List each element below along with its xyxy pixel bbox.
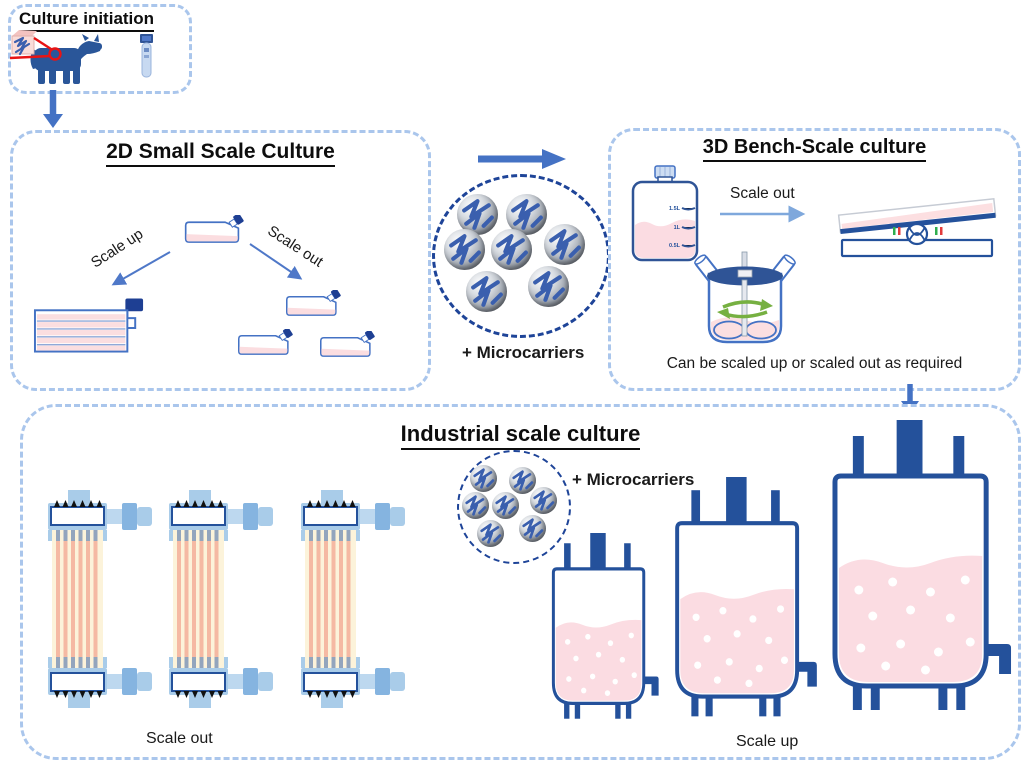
- scale-out-label: Scale out: [730, 185, 795, 202]
- microcarrier-sphere-icon: [491, 229, 532, 270]
- flow-arrow-right-icon: [478, 149, 566, 169]
- spinner-flask-icon: [694, 251, 796, 344]
- scale-out-label: Scale out: [146, 730, 213, 747]
- microcarriers-circle: [457, 450, 571, 564]
- multilayer-flask-icon: [33, 298, 144, 353]
- microcarrier-sphere-icon: [528, 266, 569, 307]
- media-bottle-icon: 1.5L 1L 0.5L: [631, 165, 699, 262]
- rocking-bioreactor-icon: [837, 198, 997, 258]
- panel-title: 2D Small Scale Culture: [13, 140, 428, 167]
- cryovial-icon: [140, 34, 153, 78]
- microcarrier-sphere-icon: [492, 492, 519, 519]
- microcarriers-label: + Microcarriers: [572, 470, 695, 489]
- t-flask-icon: [320, 331, 376, 357]
- microcarriers-label: + Microcarriers: [462, 343, 585, 362]
- bench-scale-caption: Can be scaled up or scaled out as requir…: [666, 355, 963, 372]
- graduation-label: 1.5L: [669, 206, 681, 212]
- cow-icon: [30, 34, 102, 84]
- graduation-label: 1L: [674, 225, 681, 231]
- microcarrier-sphere-icon: [509, 467, 536, 494]
- biopsy-magnifier-annotation: [9, 36, 62, 61]
- stirred-tank-bioreactor-icon: [551, 533, 661, 720]
- microcarrier-sphere-icon: [506, 194, 547, 235]
- muscle-biopsy-icon: [11, 30, 37, 56]
- t-flask-icon: [238, 329, 294, 355]
- microcarrier-sphere-icon: [544, 224, 585, 265]
- panel-title: Culture initiation: [19, 9, 155, 32]
- hollow-fiber-bioreactor-icon: [300, 490, 405, 709]
- scale-up-label: Scale up: [736, 733, 799, 750]
- hollow-fiber-bioreactor-icon: [47, 490, 152, 709]
- microcarrier-sphere-icon: [470, 465, 497, 492]
- stirred-tank-bioreactor-icon: [831, 420, 1015, 712]
- microcarrier-sphere-icon: [466, 271, 507, 312]
- scale-up-arrow-icon: [111, 251, 171, 286]
- hollow-fiber-bioreactor-icon: [168, 490, 273, 709]
- microcarrier-sphere-icon: [530, 487, 557, 514]
- microcarrier-sphere-icon: [462, 492, 489, 519]
- panel-title: 3D Bench-Scale culture: [611, 136, 1018, 162]
- graduation-label: 0.5L: [669, 243, 681, 249]
- microcarrier-sphere-icon: [457, 194, 498, 235]
- flow-arrow-down-icon: [43, 90, 63, 128]
- t-flask-icon: [286, 290, 342, 316]
- microcarrier-sphere-icon: [444, 229, 485, 270]
- panel-title: Industrial scale culture: [23, 421, 1018, 450]
- t-flask-icon: [184, 215, 245, 243]
- scale-out-arrow-icon: [249, 243, 303, 280]
- microcarrier-sphere-icon: [477, 520, 504, 547]
- scale-out-arrow-icon: [720, 205, 806, 223]
- stirred-tank-bioreactor-icon: [674, 477, 820, 718]
- microcarrier-sphere-icon: [519, 515, 546, 542]
